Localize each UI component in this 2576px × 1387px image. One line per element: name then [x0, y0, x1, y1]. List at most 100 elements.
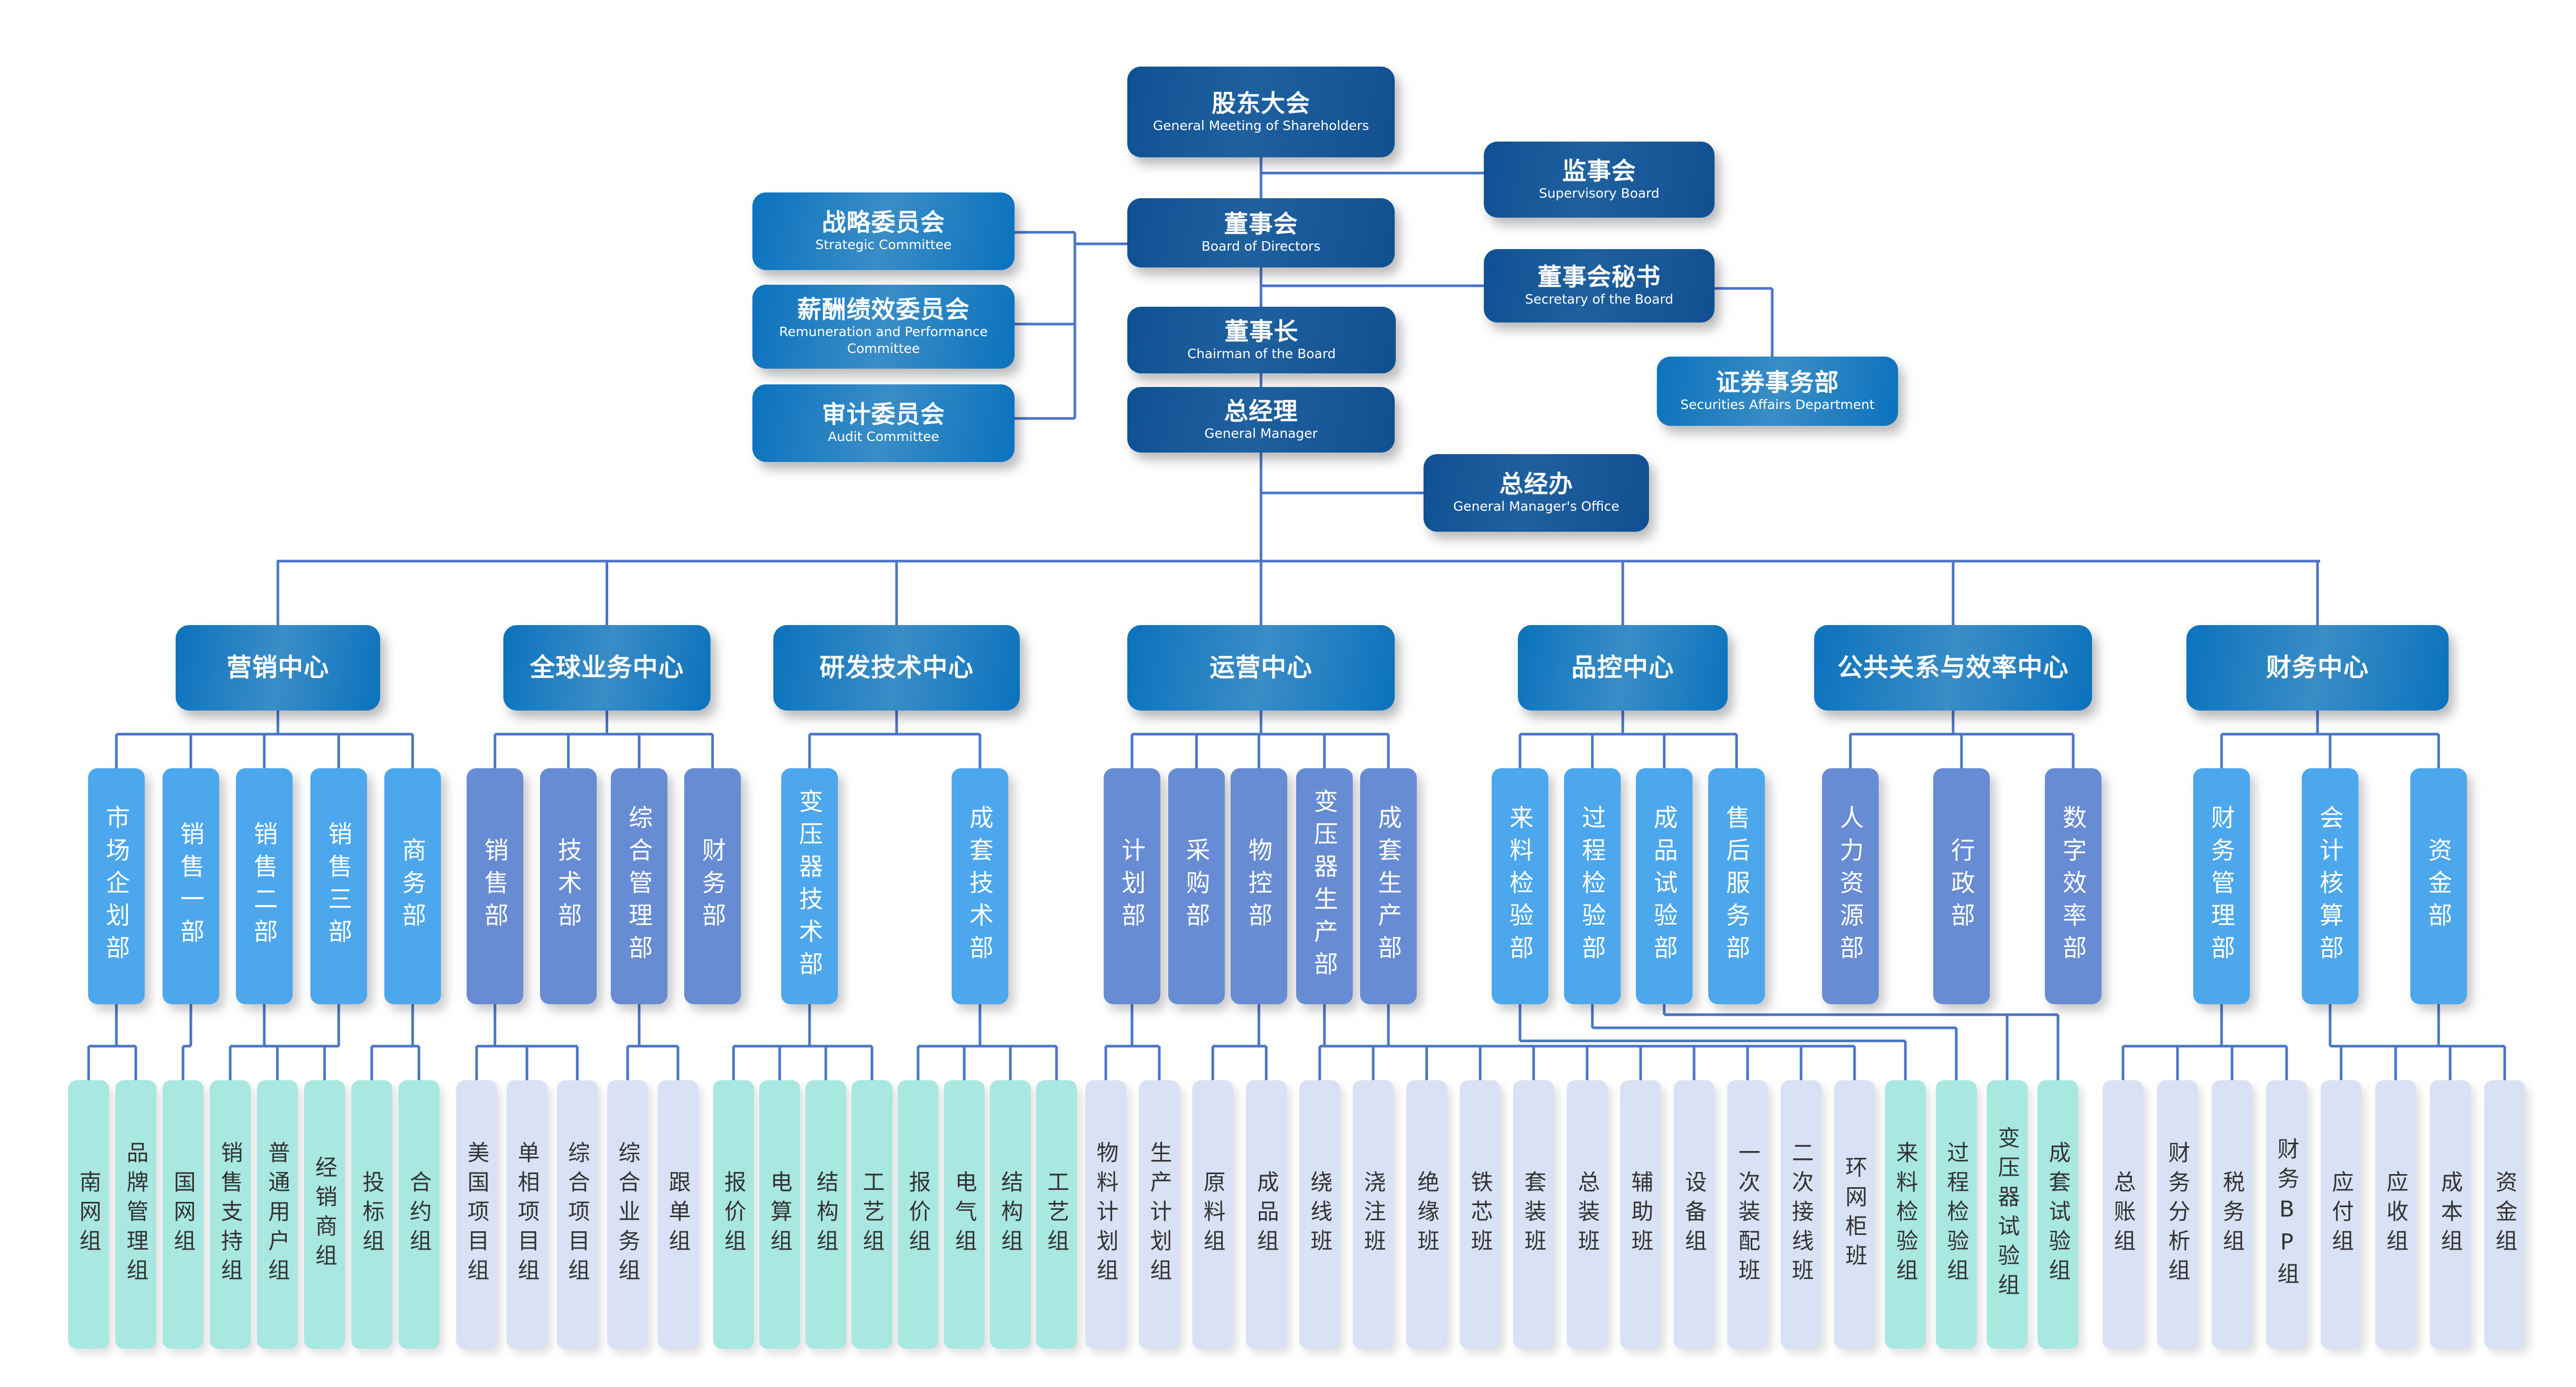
group-box[interactable]: 普通用户组	[257, 1080, 298, 1349]
department-box[interactable]: 来料检验部	[1492, 768, 1548, 1004]
group-box[interactable]: 财务分析组	[2157, 1080, 2198, 1349]
department-box[interactable]: 市场企划部	[88, 768, 145, 1004]
department-box[interactable]: 销售二部	[236, 768, 293, 1004]
group-label: 二次接线班	[1788, 1141, 1814, 1288]
department-box[interactable]: 会计核算部	[2302, 768, 2358, 1004]
group-box[interactable]: 电算组	[759, 1080, 800, 1349]
node-supervisory-board[interactable]: 监事会 Supervisory Board	[1484, 142, 1715, 218]
group-box[interactable]: 资金组	[2484, 1080, 2525, 1349]
department-box[interactable]: 技术部	[540, 768, 597, 1004]
node-audit-committee[interactable]: 审计委员会 Audit Committee	[752, 384, 1015, 462]
department-box[interactable]: 行政部	[1933, 768, 1990, 1004]
department-box[interactable]: 销售部	[467, 768, 523, 1004]
center-node[interactable]: 公共关系与效率中心	[1814, 625, 2092, 711]
group-box[interactable]: 美国项目组	[456, 1080, 497, 1349]
node-securities-affairs[interactable]: 证券事务部 Securities Affairs Department	[1657, 357, 1898, 426]
group-box[interactable]: 综合业务组	[607, 1080, 648, 1349]
group-box[interactable]: 结构组	[805, 1080, 846, 1349]
group-box[interactable]: 成套试验组	[2038, 1080, 2078, 1349]
group-box[interactable]: 经销商组	[304, 1080, 345, 1349]
group-box[interactable]: 环网柜班	[1834, 1080, 1875, 1349]
node-board-of-directors[interactable]: 董事会 Board of Directors	[1127, 198, 1395, 267]
department-box[interactable]: 商务部	[384, 768, 441, 1004]
department-box[interactable]: 财务管理部	[2193, 768, 2250, 1004]
group-box[interactable]: 综合项目组	[557, 1080, 598, 1349]
group-box[interactable]: 合约组	[398, 1080, 439, 1349]
group-box[interactable]: 跟单组	[658, 1080, 698, 1349]
department-label: 变压器技术部	[795, 789, 824, 984]
group-box[interactable]: 工艺组	[1036, 1080, 1077, 1349]
group-box[interactable]: 浇注班	[1353, 1080, 1394, 1349]
center-node[interactable]: 运营中心	[1127, 625, 1395, 711]
group-box[interactable]: 生产计划组	[1139, 1080, 1180, 1349]
department-box[interactable]: 资金部	[2410, 768, 2467, 1004]
group-box[interactable]: 绕线班	[1299, 1080, 1340, 1349]
node-gm-office[interactable]: 总经办 General Manager's Office	[1424, 454, 1649, 532]
center-node[interactable]: 研发技术中心	[773, 625, 1020, 711]
group-box[interactable]: 应收组	[2375, 1080, 2416, 1349]
group-box[interactable]: 南网组	[68, 1080, 109, 1349]
group-box[interactable]: 税务组	[2212, 1080, 2252, 1349]
center-node[interactable]: 全球业务中心	[503, 625, 710, 711]
group-box[interactable]: 物料计划组	[1085, 1080, 1126, 1349]
group-box[interactable]: 套装班	[1513, 1080, 1554, 1349]
group-box[interactable]: 变压器试验组	[1987, 1080, 2028, 1349]
department-box[interactable]: 销售三部	[310, 768, 367, 1004]
group-box[interactable]: 一次装配班	[1727, 1080, 1768, 1349]
department-box[interactable]: 计划部	[1104, 768, 1160, 1004]
group-box[interactable]: 应付组	[2321, 1080, 2362, 1349]
group-box[interactable]: 二次接线班	[1781, 1080, 1821, 1349]
department-box[interactable]: 物控部	[1231, 768, 1287, 1004]
department-box[interactable]: 人力资源部	[1822, 768, 1879, 1004]
center-title: 全球业务中心	[530, 652, 684, 682]
group-box[interactable]: 品牌管理组	[115, 1080, 156, 1349]
node-board-secretary[interactable]: 董事会秘书 Secretary of the Board	[1484, 249, 1715, 322]
group-box[interactable]: 报价组	[898, 1080, 939, 1349]
group-box[interactable]: 辅助班	[1620, 1080, 1661, 1349]
node-general-manager[interactable]: 总经理 General Manager	[1127, 387, 1395, 453]
department-box[interactable]: 成套生产部	[1360, 768, 1417, 1004]
group-box[interactable]: 国网组	[163, 1080, 203, 1349]
group-box[interactable]: 投标组	[351, 1080, 392, 1349]
department-box[interactable]: 综合管理部	[611, 768, 667, 1004]
department-box[interactable]: 售后服务部	[1708, 768, 1765, 1004]
department-box[interactable]: 数字效率部	[2045, 768, 2101, 1004]
group-box[interactable]: 结构组	[990, 1080, 1031, 1349]
node-shareholders-meeting[interactable]: 股东大会 General Meeting of Shareholders	[1127, 67, 1395, 157]
center-node[interactable]: 营销中心	[176, 625, 380, 711]
group-box[interactable]: 成品组	[1246, 1080, 1287, 1349]
group-box[interactable]: 报价组	[713, 1080, 754, 1349]
department-box[interactable]: 成套技术部	[952, 768, 1008, 1004]
group-box[interactable]: 设备组	[1674, 1080, 1715, 1349]
department-box[interactable]: 过程检验部	[1564, 768, 1621, 1004]
node-remuneration-committee[interactable]: 薪酬绩效委员会 Remuneration and Performance Com…	[752, 285, 1015, 369]
group-box[interactable]: 原料组	[1192, 1080, 1233, 1349]
node-chairman[interactable]: 董事长 Chairman of the Board	[1127, 307, 1396, 373]
department-box[interactable]: 变压器生产部	[1296, 768, 1353, 1004]
group-label: 工艺组	[859, 1170, 885, 1259]
group-box[interactable]: 电气组	[944, 1080, 985, 1349]
group-box[interactable]: 财务BP组	[2266, 1080, 2307, 1349]
node-strategic-committee[interactable]: 战略委员会 Strategic Committee	[752, 192, 1015, 270]
department-box[interactable]: 财务部	[684, 768, 741, 1004]
department-box[interactable]: 变压器技术部	[781, 768, 838, 1004]
group-box[interactable]: 销售支持组	[210, 1080, 251, 1349]
department-box[interactable]: 成品试验部	[1636, 768, 1693, 1004]
group-box[interactable]: 总装班	[1567, 1080, 1608, 1349]
group-label: 过程检验组	[1944, 1141, 1969, 1288]
group-box[interactable]: 铁芯班	[1460, 1080, 1501, 1349]
department-box[interactable]: 采购部	[1168, 768, 1225, 1004]
center-node[interactable]: 品控中心	[1518, 625, 1728, 711]
group-box[interactable]: 来料检验组	[1885, 1080, 1926, 1349]
group-box[interactable]: 总账组	[2103, 1080, 2143, 1349]
department-box[interactable]: 销售一部	[163, 768, 219, 1004]
group-box[interactable]: 单相项目组	[506, 1080, 547, 1349]
group-box[interactable]: 成本组	[2430, 1080, 2471, 1349]
group-box[interactable]: 工艺组	[852, 1080, 892, 1349]
group-box[interactable]: 过程检验组	[1936, 1080, 1977, 1349]
department-label: 财务管理部	[2207, 805, 2236, 967]
group-label: 总账组	[2110, 1170, 2136, 1259]
group-label: 综合业务组	[615, 1141, 641, 1288]
center-node[interactable]: 财务中心	[2186, 625, 2449, 711]
group-box[interactable]: 绝缘班	[1406, 1080, 1447, 1349]
